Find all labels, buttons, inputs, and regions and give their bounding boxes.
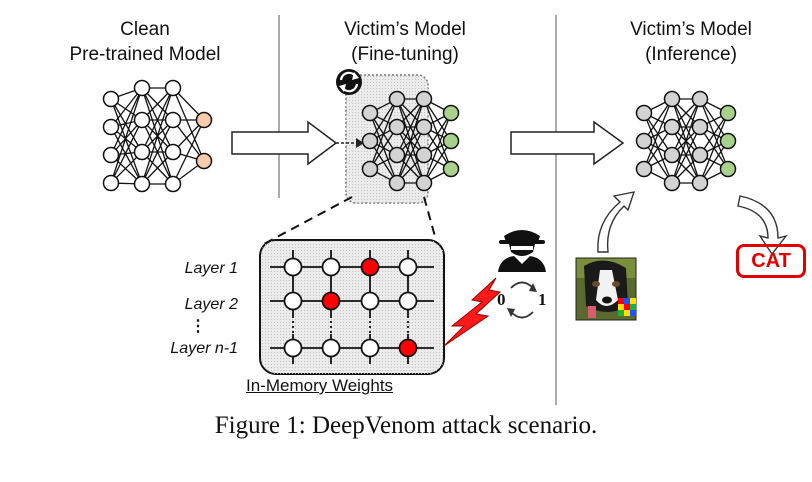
header-inference-line2: (Inference) bbox=[645, 44, 737, 65]
neuron-node bbox=[635, 132, 653, 150]
neuron-node bbox=[415, 146, 433, 164]
header-clean-line1: Clean bbox=[120, 19, 170, 40]
neuron-node bbox=[663, 118, 681, 136]
header-finetune-line2: (Fine-tuning) bbox=[351, 44, 459, 65]
neuron-node bbox=[442, 132, 460, 150]
layer-label-1: Layer 1 bbox=[184, 260, 238, 277]
neuron-node bbox=[691, 90, 709, 108]
weight-node bbox=[321, 257, 341, 277]
layer-ellipsis: ⋮ bbox=[190, 318, 206, 335]
neuron-node bbox=[388, 146, 406, 164]
weight-node bbox=[360, 291, 380, 311]
zoom-line-right bbox=[423, 196, 437, 241]
flipped-weight bbox=[398, 338, 418, 358]
neuron-node bbox=[663, 146, 681, 164]
trigger-patch bbox=[618, 298, 636, 316]
finetune-network bbox=[361, 90, 460, 192]
header-inference-line1: Victim’s Model bbox=[630, 19, 752, 40]
neuron-node bbox=[663, 174, 681, 192]
lightning-icon bbox=[443, 277, 502, 347]
weight-node bbox=[283, 291, 303, 311]
neuron-node bbox=[691, 118, 709, 136]
neuron-node bbox=[719, 104, 737, 122]
input-curved-arrow bbox=[597, 191, 636, 253]
neuron-node bbox=[415, 174, 433, 192]
refresh-icon bbox=[336, 69, 362, 95]
neuron-node bbox=[361, 132, 379, 150]
neuron-node bbox=[164, 143, 182, 161]
figure-caption: Figure 1: DeepVenom attack scenario. bbox=[214, 412, 598, 439]
neuron-node bbox=[102, 174, 120, 192]
neuron-node bbox=[195, 152, 213, 170]
flipped-weight bbox=[321, 291, 341, 311]
layer-label-n-1: Layer n-1 bbox=[170, 340, 238, 357]
neuron-node bbox=[442, 104, 460, 122]
weight-node bbox=[321, 338, 341, 358]
neuron-node bbox=[133, 175, 151, 193]
neuron-node bbox=[361, 104, 379, 122]
neuron-node bbox=[133, 111, 151, 129]
neuron-node bbox=[415, 90, 433, 108]
weight-node bbox=[283, 257, 303, 277]
layer-label-2: Layer 2 bbox=[184, 296, 238, 313]
neuron-node bbox=[635, 104, 653, 122]
arrow-to-finetune bbox=[231, 120, 338, 166]
dog-image bbox=[575, 257, 637, 321]
weight-node bbox=[398, 257, 418, 277]
header-finetune-model: Victim’s Model (Fine-tuning) bbox=[320, 17, 490, 67]
neuron-node bbox=[102, 146, 120, 164]
bit-zero: 0 bbox=[497, 290, 506, 309]
neuron-node bbox=[388, 174, 406, 192]
neuron-node bbox=[361, 160, 379, 178]
weight-node bbox=[398, 291, 418, 311]
hacker-icon bbox=[498, 230, 546, 272]
neuron-node bbox=[164, 111, 182, 129]
neuron-node bbox=[133, 79, 151, 97]
neuron-node bbox=[388, 90, 406, 108]
header-finetune-line1: Victim’s Model bbox=[344, 19, 466, 40]
bitflip-arrows bbox=[507, 281, 537, 319]
neuron-node bbox=[164, 175, 182, 193]
neuron-node bbox=[133, 143, 151, 161]
neuron-node bbox=[388, 118, 406, 136]
clean-network bbox=[102, 79, 213, 193]
neuron-node bbox=[663, 90, 681, 108]
bit-one: 1 bbox=[538, 290, 547, 309]
neuron-node bbox=[719, 160, 737, 178]
neuron-node bbox=[442, 160, 460, 178]
inference-network bbox=[635, 90, 737, 192]
neuron-node bbox=[102, 118, 120, 136]
neuron-node bbox=[635, 160, 653, 178]
flipped-weight bbox=[360, 257, 380, 277]
arrow-to-inference bbox=[510, 120, 625, 166]
header-clean-line2: Pre-trained Model bbox=[69, 44, 221, 65]
neuron-node bbox=[102, 90, 120, 108]
weight-node bbox=[360, 338, 380, 358]
neuron-node bbox=[691, 146, 709, 164]
weight-node bbox=[283, 338, 303, 358]
neuron-node bbox=[164, 79, 182, 97]
zoom-line-left bbox=[261, 196, 353, 246]
neuron-node bbox=[719, 132, 737, 150]
header-clean-model: Clean Pre-trained Model bbox=[55, 17, 235, 67]
neuron-node bbox=[691, 174, 709, 192]
output-curved-arrow bbox=[737, 195, 788, 256]
neuron-node bbox=[195, 111, 213, 129]
header-inference-model: Victim’s Model (Inference) bbox=[606, 17, 776, 67]
prediction-label: CAT bbox=[736, 244, 806, 278]
neuron-node bbox=[415, 118, 433, 136]
memory-weights-title: In-Memory Weights bbox=[246, 376, 394, 395]
